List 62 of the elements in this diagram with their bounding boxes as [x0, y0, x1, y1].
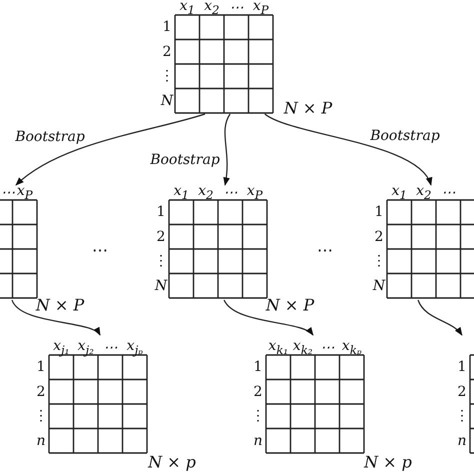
row-label: ⋮ — [372, 253, 386, 270]
row-label: 1 — [374, 204, 384, 220]
row-label: 1 — [156, 204, 166, 220]
column-header: x$_{jₚ}$ — [126, 338, 143, 358]
row-label: ⋮ — [455, 408, 469, 424]
column-header: x$_{1}$ — [392, 185, 407, 203]
arrow — [224, 300, 314, 336]
row-label: 2 — [162, 44, 172, 60]
column-header: x$_{k₁}$ — [268, 338, 288, 358]
column-header: x$_{P}$ — [16, 185, 33, 203]
row-label: 1 — [254, 359, 262, 376]
column-header: x$_{P}$ — [252, 0, 269, 18]
row-label: 1 — [36, 359, 46, 376]
column-header: x$_{2}$ — [204, 0, 220, 18]
row-label: N — [160, 92, 174, 109]
dimension-label: N × P — [266, 296, 314, 314]
row-label: n — [457, 432, 467, 449]
row-label: 2 — [458, 384, 466, 400]
dimension-label: N × p — [148, 452, 196, 472]
column-header: ⋯ — [441, 185, 456, 201]
arrow — [15, 113, 206, 186]
dimension-label: N × P — [36, 296, 84, 314]
column-header: ⋯ — [1, 185, 15, 201]
ellipsis-label: ⋯ — [317, 240, 333, 260]
column-header: x$_{j₁}$ — [53, 338, 70, 358]
matrix-table — [0, 185, 40, 300]
dimension-label: N × P — [284, 98, 332, 118]
edge-label: Bootstrap — [370, 128, 440, 144]
row-label: ⋮ — [154, 253, 168, 270]
column-header: x$_{P}$ — [246, 185, 263, 203]
column-header: x$_{kₚ}$ — [342, 338, 362, 358]
row-label: ⋮ — [160, 68, 174, 84]
row-label: ⋮ — [251, 408, 265, 424]
arrow — [264, 113, 432, 186]
edge-label: Bootstrap — [150, 152, 220, 168]
dimension-label: N × p — [364, 452, 412, 472]
column-header: x$_{k₂}$ — [292, 338, 313, 358]
column-header: x$_{1}$ — [180, 0, 195, 18]
arrow — [11, 300, 101, 336]
row-label: N — [154, 278, 168, 294]
row-label: 1 — [162, 19, 172, 36]
column-header: x$_{1}$ — [174, 185, 189, 203]
row-label: 2 — [374, 228, 384, 245]
ellipsis-label: ⋯ — [92, 240, 108, 260]
column-header: x$_{2}$ — [198, 185, 214, 203]
row-label: 2 — [254, 384, 262, 400]
row-label: ⋮ — [34, 408, 48, 424]
row-label: n — [253, 432, 263, 449]
column-header: x$_{j₂}$ — [78, 338, 94, 358]
edge-label: Bootstrap — [15, 129, 85, 145]
row-label: 2 — [36, 384, 46, 400]
row-label: N — [372, 278, 386, 294]
row-label: 1 — [458, 359, 466, 376]
arrow — [417, 300, 462, 336]
column-header: ⋯ — [229, 0, 244, 16]
column-header: x$_{2}$ — [416, 185, 432, 203]
column-header: ⋯ — [103, 340, 118, 356]
column-header: ⋯ — [320, 340, 334, 356]
row-label: n — [36, 432, 46, 449]
row-label: 2 — [156, 228, 166, 245]
column-header: ⋯ — [223, 185, 238, 201]
arrow — [222, 114, 231, 186]
